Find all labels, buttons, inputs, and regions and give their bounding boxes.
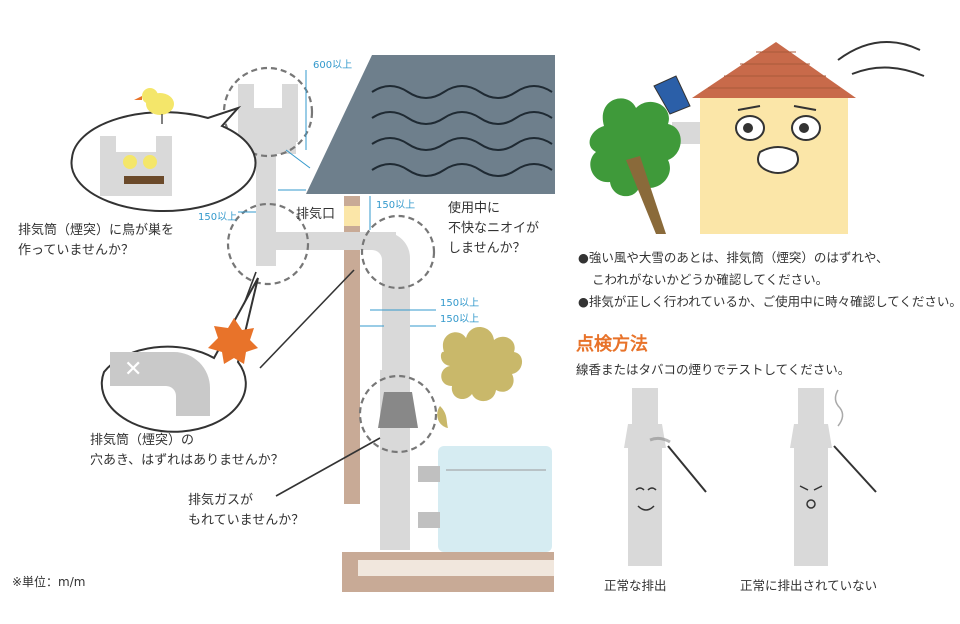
bird-question-line1: 排気筒（煙突）に鳥が巣を (18, 222, 174, 238)
abnormal-caption: 正常に排出されていない (740, 578, 877, 593)
abnormal-exhaust-figure (790, 388, 877, 566)
hole-question-line2: 穴あき、はずれはありませんか？ (90, 453, 284, 468)
leak-smoke (437, 326, 523, 428)
roof-waves (371, 85, 553, 177)
burst-icon (208, 318, 258, 364)
circle-joint-left (226, 202, 310, 286)
unit-note: ※単位：m/m (12, 574, 85, 589)
circle-hood (358, 374, 438, 454)
dim-150-left-label: 150以上 (198, 211, 237, 223)
dim-150-top-label: 150以上 (376, 199, 415, 211)
dim-600-label: 600以上 (313, 59, 352, 71)
floor-inner (358, 560, 554, 576)
house-wall (344, 196, 360, 504)
circle-chimney-top (222, 66, 314, 158)
bird-bubble (70, 105, 257, 213)
normal-exhaust-figure (624, 388, 707, 566)
note-1-line2: こわれがないかどうか確認してください。 (592, 272, 828, 287)
note-2: ●排気が正しく行われているか、ご使用中に時々確認してください。 (578, 294, 960, 309)
inspection-instruction: 線香またはタバコの煙りでテストしてください。 (576, 362, 850, 377)
draft-hood (378, 392, 418, 428)
note-1-line1: ●強い風や大雪のあとは、排気筒（煙突）のはずれや、 (578, 250, 889, 265)
inspection-circles (222, 66, 438, 454)
heater-unit (438, 446, 552, 552)
leak-question-line2: もれていませんか？ (188, 513, 304, 528)
heater-bracket-1 (418, 466, 440, 482)
smell-question-line3: しませんか？ (448, 241, 526, 256)
heater-bracket-2 (418, 512, 440, 528)
dim-150-right-b-label: 150以上 (440, 313, 479, 325)
dim-150-right-a-label: 150以上 (440, 297, 479, 309)
bird-question-line2: 作っていませんか？ (18, 243, 134, 258)
exhaust-port-label: 排気口 (296, 206, 335, 222)
hole-question-line1: 排気筒（煙突）の (90, 432, 194, 448)
circle-elbow (360, 214, 436, 290)
bird-icon (134, 88, 174, 124)
exhaust-port-band (344, 206, 360, 226)
leak-question-line1: 排気ガスが (188, 492, 253, 508)
hole-bubble: ✕ (100, 277, 259, 433)
svg-text:✕: ✕ (124, 357, 142, 382)
chimney (238, 84, 298, 266)
normal-caption: 正常な排出 (604, 578, 667, 593)
inspection-heading: 点検方法 (576, 333, 648, 355)
smell-question-line2: 不快なニオイが (448, 221, 539, 236)
smell-question-line1: 使用中に (448, 200, 500, 216)
storm-house-illustration (589, 41, 925, 234)
dimension-lines (238, 70, 436, 327)
leader-lines (243, 269, 381, 497)
